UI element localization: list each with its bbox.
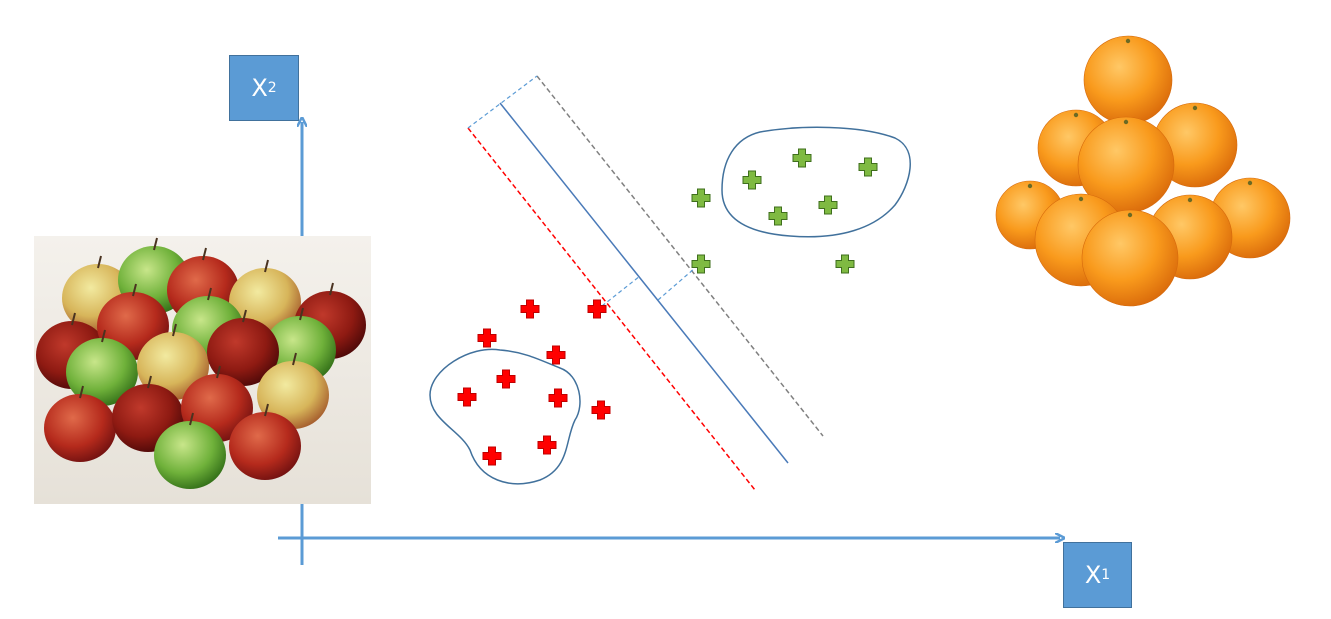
orange (1083, 35, 1173, 125)
margin-guide-red (601, 275, 641, 307)
decision-boundary-line (499, 102, 789, 464)
apple-stem (207, 287, 212, 301)
margin-guide-top (467, 75, 538, 129)
margin-guide-green (657, 267, 696, 301)
green-plus-icon (742, 170, 762, 190)
oranges-photo (995, 35, 1291, 307)
green-margin-line (536, 75, 824, 437)
red-plus-icon (482, 446, 502, 466)
apple-stem (242, 309, 247, 323)
orange-stem (1127, 212, 1133, 218)
apple (137, 332, 209, 400)
apple (207, 318, 279, 386)
green-plus-icon (691, 188, 711, 208)
apple (66, 338, 138, 406)
red-plus-icon (548, 388, 568, 408)
orange-stem (1073, 112, 1079, 118)
apple-stem (71, 312, 76, 326)
apple (257, 361, 329, 429)
apples-photo (34, 236, 371, 504)
red-plus-icon (537, 435, 557, 455)
apple-stem (97, 255, 102, 269)
apple-stem (299, 307, 304, 321)
orange-stem (1187, 197, 1193, 203)
red-plus-icon (477, 328, 497, 348)
orange-stem (1123, 119, 1129, 125)
apple (154, 421, 226, 489)
x2-subscript: 2 (267, 80, 277, 96)
apple-stem (264, 259, 269, 273)
orange (1081, 209, 1179, 307)
green-plus-icon (691, 254, 711, 274)
orange-stem (1192, 105, 1198, 111)
apple-stem (132, 283, 137, 297)
apple-stem (101, 329, 106, 343)
red-cluster-outline (429, 348, 581, 485)
apple-stem (147, 375, 152, 389)
apple-stem (264, 403, 269, 417)
apple (229, 412, 301, 480)
orange-stem (1027, 183, 1033, 189)
red-plus-icon (496, 369, 516, 389)
green-plus-icon (858, 157, 878, 177)
apple-stem (189, 412, 194, 426)
apple-stem (292, 352, 297, 366)
x1-subscript: 1 (1101, 567, 1111, 583)
apple-stem (79, 385, 84, 399)
red-plus-icon (591, 400, 611, 420)
red-plus-icon (520, 299, 540, 319)
green-plus-icon (818, 195, 838, 215)
red-plus-icon (587, 299, 607, 319)
apple-stem (153, 237, 158, 251)
x1-letter: X (1084, 561, 1102, 589)
apple (44, 394, 116, 462)
green-cluster-outline (721, 126, 911, 238)
green-plus-icon (768, 206, 788, 226)
orange-stem (1125, 38, 1131, 44)
red-margin-line (467, 127, 756, 491)
apple-stem (329, 282, 334, 296)
x2-letter: X (251, 74, 268, 102)
apple-stem (216, 365, 221, 379)
green-plus-icon (792, 148, 812, 168)
apple-stem (202, 247, 207, 261)
red-plus-icon (457, 387, 477, 407)
orange-stem (1078, 196, 1084, 202)
apple-stem (172, 323, 177, 337)
red-plus-icon (546, 345, 566, 365)
orange-stem (1247, 180, 1253, 186)
green-plus-icon (835, 254, 855, 274)
